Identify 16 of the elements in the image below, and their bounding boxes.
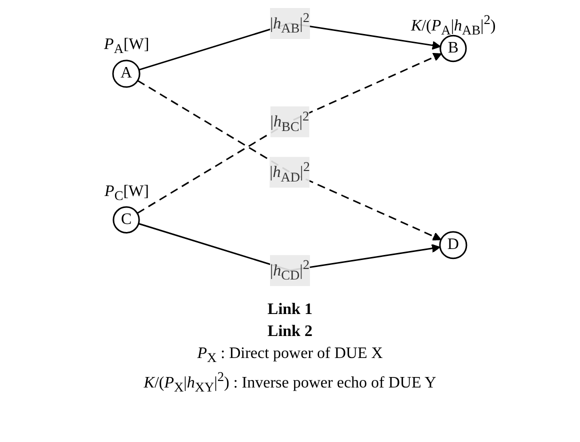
edge-label: |h$_{BC}$|$^{2}$: [270, 108, 310, 134]
node-circle: C: [112, 206, 140, 234]
note: K/(P$_{X}$|h$_{XY}$|$^{2}$) : Inverse power echo of DUE Y: [142, 368, 438, 397]
node-caption: P$_{C}$[W]: [104, 183, 149, 204]
edge-label: |h$_{AD}$|$^{2}$: [270, 158, 310, 184]
arrow: [138, 80, 442, 240]
note: P$_{X}$ : Direct power of DUE X: [196, 344, 384, 368]
link-label: Link 1: [266, 300, 314, 320]
node-circle: D: [439, 231, 468, 260]
edge-label: |h$_{CD}$|$^{2}$: [270, 257, 310, 283]
node-circle: A: [112, 60, 141, 88]
link-label: Link 2: [266, 322, 314, 342]
node-caption: P$_{A}$[W]: [104, 36, 150, 58]
node-circle: B: [440, 34, 468, 62]
edge-label: |h$_{AB}$|$^{2}$: [270, 10, 310, 36]
arrow: [137, 52, 442, 214]
